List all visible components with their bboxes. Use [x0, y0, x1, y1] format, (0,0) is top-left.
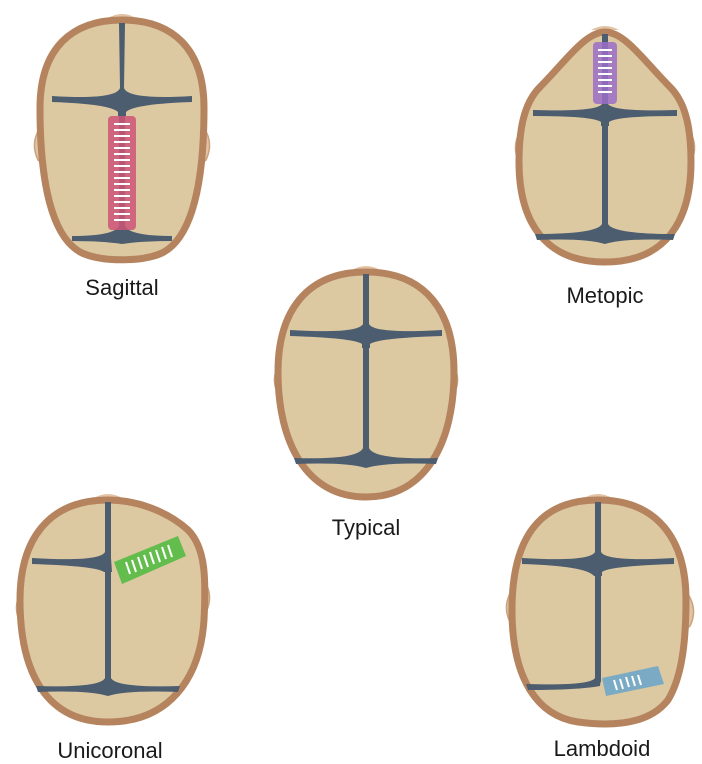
skull-sagittal [22, 8, 222, 268]
skull-typical [266, 262, 466, 502]
label-typical: Typical [332, 515, 400, 541]
skull-unicoronal [8, 490, 218, 730]
label-metopic: Metopic [566, 283, 643, 309]
label-unicoronal: Unicoronal [57, 738, 162, 764]
sagittal-fusion-highlight [108, 116, 136, 230]
metopic-fusion-highlight [593, 42, 617, 104]
label-lambdoid: Lambdoid [554, 736, 651, 762]
label-sagittal: Sagittal [85, 275, 158, 301]
skull-metopic [505, 22, 702, 267]
skull-lambdoid [498, 490, 702, 730]
